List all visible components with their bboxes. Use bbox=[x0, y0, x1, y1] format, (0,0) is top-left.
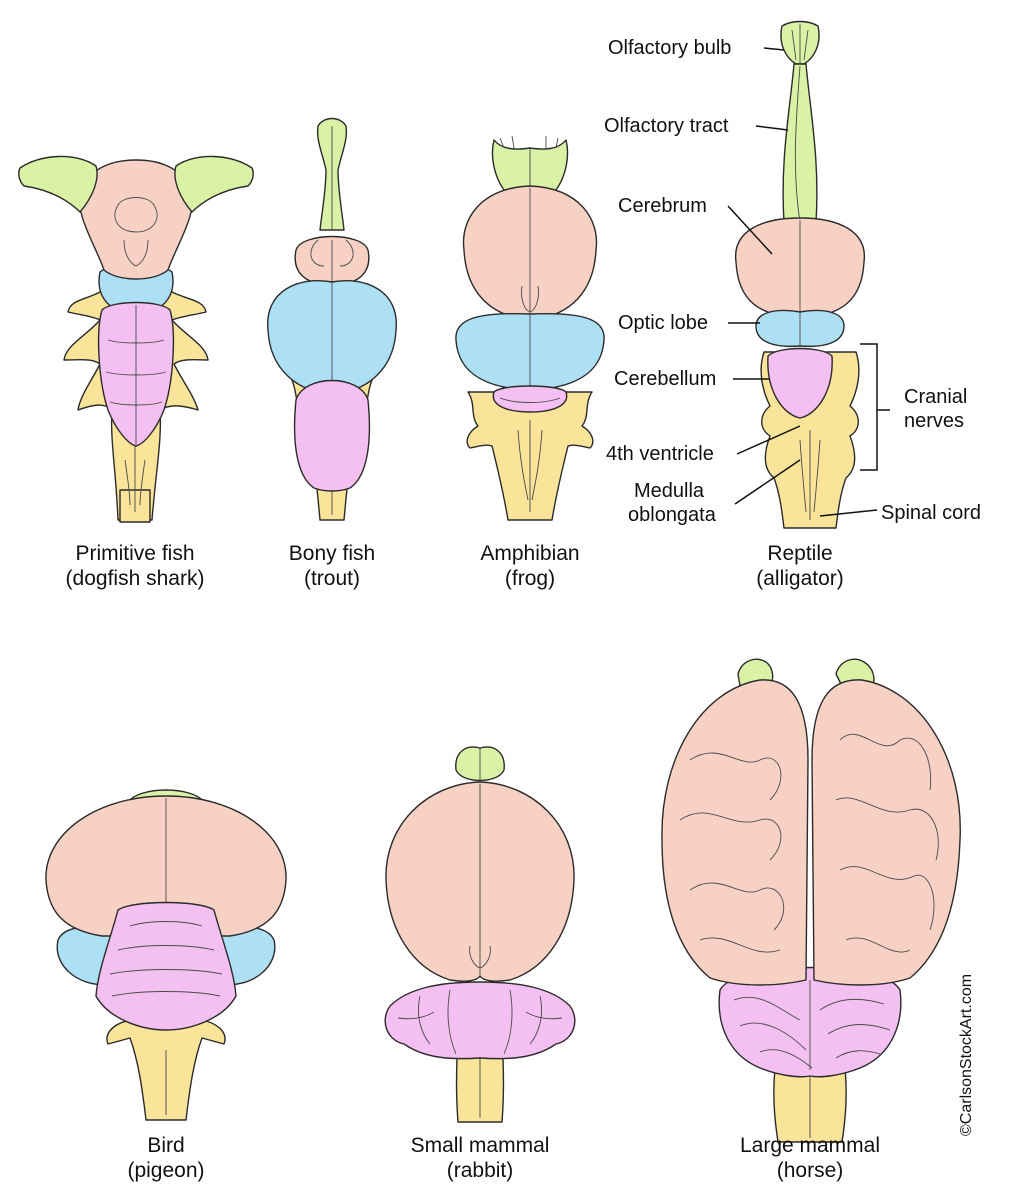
trout-cerebellum bbox=[293, 379, 371, 492]
label-optic-lobe: Optic lobe bbox=[618, 312, 709, 334]
label-cranial-nerves: Cranial nerves bbox=[904, 385, 967, 433]
label-spinal-cord: Spinal cord bbox=[881, 502, 982, 524]
caption-alligator-line2: (alligator) bbox=[756, 567, 844, 590]
caption-horse-line2: (horse) bbox=[776, 1159, 844, 1182]
caption-frog-line2: (frog) bbox=[504, 567, 556, 590]
rabbit-cerebellum bbox=[384, 981, 576, 1060]
caption-horse: Large mammal (horse) bbox=[700, 1133, 920, 1183]
horse-cerebrum-left bbox=[661, 679, 809, 986]
frog-medulla bbox=[466, 391, 594, 521]
frog-cerebellum bbox=[492, 385, 568, 413]
caption-pigeon-line2: (pigeon) bbox=[127, 1159, 205, 1182]
caption-frog-line1: Amphibian bbox=[480, 542, 580, 565]
label-cerebellum: Cerebellum bbox=[614, 368, 717, 390]
label-olfactory-tract: Olfactory tract bbox=[604, 115, 729, 137]
pigeon-cerebellum bbox=[95, 901, 237, 1031]
pigeon-brain bbox=[45, 789, 287, 1121]
label-olfactory-bulb: Olfactory bulb bbox=[608, 37, 732, 59]
label-cerebrum: Cerebrum bbox=[618, 195, 707, 217]
caption-shark-line2: (dogfish shark) bbox=[65, 567, 205, 590]
caption-rabbit-line1: Small mammal bbox=[410, 1134, 550, 1157]
label-medulla-line2: oblongata bbox=[628, 504, 716, 526]
shark-olfactory-bulb-left bbox=[18, 155, 98, 213]
caption-trout-line1: Bony fish bbox=[288, 542, 376, 565]
caption-rabbit-line2: (rabbit) bbox=[446, 1159, 514, 1182]
copyright-text: ©CarlsonStockArt.com bbox=[958, 973, 975, 1136]
alligator-olfactory-tract bbox=[782, 63, 818, 223]
caption-pigeon: Bird (pigeon) bbox=[96, 1133, 236, 1183]
label-fourth-ventricle: 4th ventricle bbox=[606, 443, 714, 465]
caption-alligator: Reptile (alligator) bbox=[730, 541, 870, 591]
caption-trout-line2: (trout) bbox=[303, 567, 360, 590]
horse-cerebrum-right bbox=[811, 679, 961, 986]
caption-pigeon-line1: Bird bbox=[147, 1134, 185, 1157]
label-cranial-line2: nerves bbox=[904, 410, 965, 432]
caption-shark: Primitive fish (dogfish shark) bbox=[30, 541, 240, 591]
caption-shark-line1: Primitive fish bbox=[75, 542, 195, 565]
caption-horse-line1: Large mammal bbox=[739, 1134, 881, 1157]
label-leader-lines bbox=[727, 47, 890, 517]
alligator-brain bbox=[734, 20, 866, 529]
trout-brain bbox=[267, 117, 397, 521]
shark-brain bbox=[18, 155, 254, 523]
caption-rabbit: Small mammal (rabbit) bbox=[380, 1133, 580, 1183]
shark-cerebrum bbox=[78, 159, 194, 280]
caption-frog: Amphibian (frog) bbox=[450, 541, 610, 591]
rabbit-brain bbox=[384, 746, 576, 1123]
caption-alligator-line1: Reptile bbox=[767, 542, 833, 565]
frog-brain bbox=[455, 135, 605, 521]
label-medulla-oblongata: Medulla oblongata bbox=[628, 479, 716, 527]
shark-olfactory-bulb-right bbox=[174, 155, 254, 213]
alligator-cerebellum bbox=[767, 347, 833, 419]
caption-trout: Bony fish (trout) bbox=[262, 541, 402, 591]
label-medulla-line1: Medulla bbox=[634, 480, 705, 502]
label-cranial-line1: Cranial bbox=[904, 386, 968, 408]
horse-brain bbox=[661, 658, 961, 1143]
